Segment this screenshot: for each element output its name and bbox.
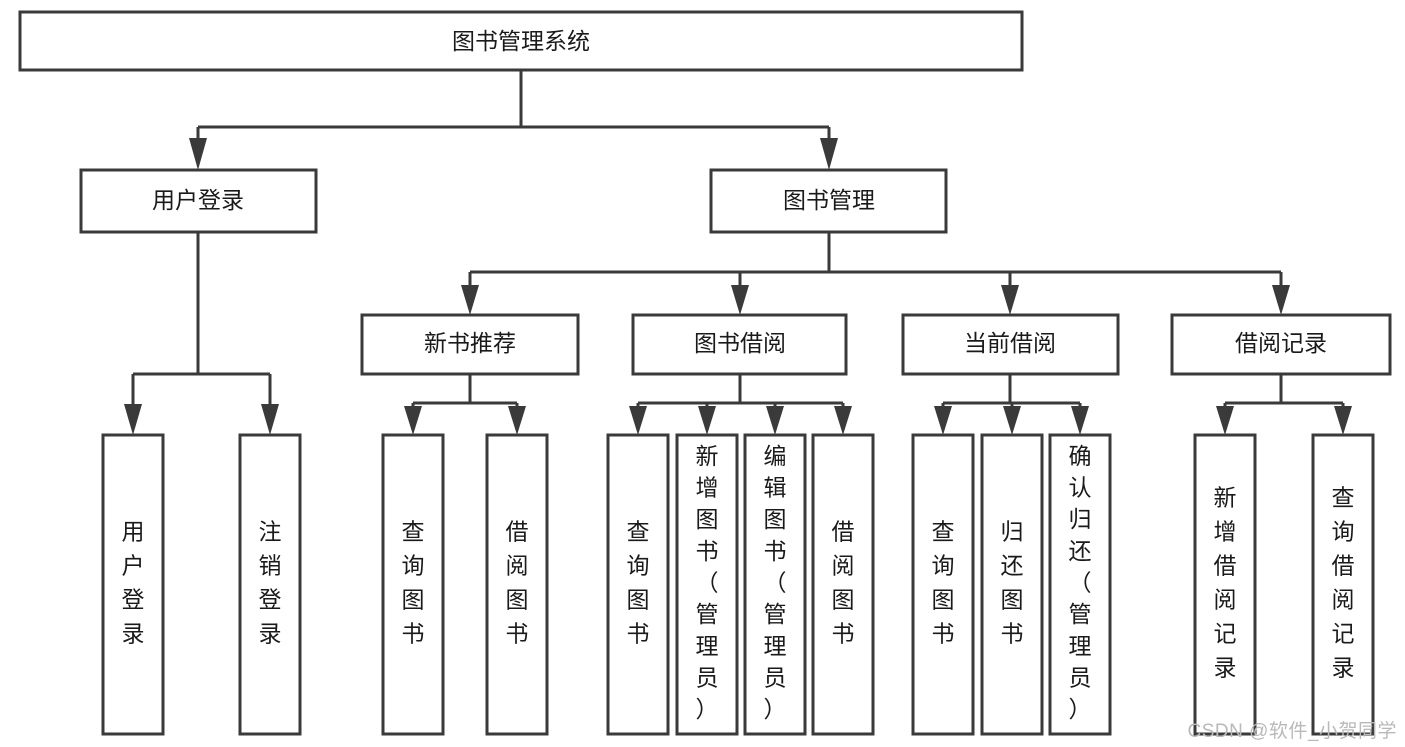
connector-group-current-borrow: [934, 374, 1089, 435]
connector-group-book-manage: [461, 232, 1290, 315]
node-leaf-edit-book-label: 编辑图书（管理员）: [764, 443, 787, 722]
arrow-head-leaf-query-book-1: [404, 406, 422, 435]
node-leaf-query-book-1-label: 查询图书: [402, 519, 425, 647]
node-current-borrow[interactable]: 当前借阅: [901, 313, 1120, 376]
node-leaf-user-login-label: 用户登录: [122, 519, 145, 647]
node-leaf-query-book-2[interactable]: 查询图书: [606, 433, 670, 736]
node-leaf-add-book-box[interactable]: [675, 433, 739, 736]
node-leaf-query-book-2-box[interactable]: [606, 433, 670, 736]
arrow-head-leaf-borrow-book-1: [508, 406, 526, 435]
node-leaf-query-book-3-box[interactable]: [911, 433, 975, 736]
node-leaf-query-record-label: 查询借阅记录: [1332, 485, 1355, 681]
node-leaf-return-book[interactable]: 归还图书: [980, 433, 1044, 736]
node-leaf-borrow-book-2-label: 借阅图书: [832, 519, 855, 647]
node-leaf-query-record[interactable]: 查询借阅记录: [1311, 433, 1375, 736]
node-new-book-recommend-label: 新书推荐: [424, 330, 516, 356]
node-leaf-return-book-box[interactable]: [980, 433, 1044, 736]
node-new-book-recommend-box[interactable]: [360, 313, 580, 376]
node-leaf-user-logout-box[interactable]: [238, 433, 302, 736]
node-leaf-query-book-2-label: 查询图书: [627, 519, 650, 647]
connector-group-root: [189, 70, 838, 170]
arrow-head-book-manage: [820, 138, 838, 170]
arrow-head-book-borrow: [731, 285, 749, 315]
node-leaf-borrow-book-1-label: 借阅图书: [506, 519, 529, 647]
arrow-head-user-login: [189, 138, 207, 170]
arrow-head-leaf-add-record: [1216, 406, 1234, 435]
node-current-borrow-label: 当前借阅: [964, 330, 1056, 356]
node-leaf-borrow-book-1-box[interactable]: [485, 433, 549, 736]
node-leaf-add-record-box[interactable]: [1193, 433, 1257, 736]
arrow-head-leaf-add-book: [698, 406, 716, 435]
node-leaf-confirm-return-label: 确认归还（管理员）: [1069, 443, 1092, 722]
node-leaf-borrow-book-2-box[interactable]: [811, 433, 875, 736]
arrow-head-leaf-query-record: [1334, 406, 1352, 435]
node-user-login-label: 用户登录: [152, 187, 244, 213]
arrow-head-leaf-query-book-2: [629, 406, 647, 435]
arrow-head-leaf-return-book: [1003, 406, 1021, 435]
node-root-label: 图书管理系统: [452, 28, 590, 54]
node-leaf-add-record[interactable]: 新增借阅记录: [1193, 433, 1257, 736]
node-current-borrow-box[interactable]: [901, 313, 1120, 376]
node-leaf-query-book-3-label: 查询图书: [932, 519, 955, 647]
arrow-head-leaf-query-book-3: [934, 406, 952, 435]
node-book-manage[interactable]: 图书管理: [709, 168, 948, 234]
node-book-manage-label: 图书管理: [783, 187, 875, 213]
node-borrow-record-box[interactable]: [1170, 313, 1392, 376]
node-book-manage-box[interactable]: [709, 168, 948, 234]
node-leaf-query-book-1[interactable]: 查询图书: [381, 433, 445, 736]
node-leaf-user-logout[interactable]: 注销登录: [238, 433, 302, 736]
connector-group-user-login: [124, 232, 279, 435]
node-root[interactable]: 图书管理系统: [18, 10, 1024, 72]
node-leaf-confirm-return-box[interactable]: [1048, 433, 1112, 736]
node-leaf-borrow-book-2[interactable]: 借阅图书: [811, 433, 875, 736]
node-leaf-borrow-book-1[interactable]: 借阅图书: [485, 433, 549, 736]
node-borrow-record[interactable]: 借阅记录: [1170, 313, 1392, 376]
node-book-borrow[interactable]: 图书借阅: [631, 313, 848, 376]
node-leaf-edit-book[interactable]: 编辑图书（管理员）: [743, 433, 807, 736]
node-leaf-query-book-1-box[interactable]: [381, 433, 445, 736]
node-leaf-query-record-box[interactable]: [1311, 433, 1375, 736]
node-new-book-recommend[interactable]: 新书推荐: [360, 313, 580, 376]
node-root-box[interactable]: [18, 10, 1024, 72]
node-borrow-record-label: 借阅记录: [1235, 330, 1327, 356]
arrow-head-leaf-confirm-return: [1071, 406, 1089, 435]
arrow-head-new-book-recommend: [461, 285, 479, 315]
node-leaf-user-login-box[interactable]: [101, 433, 165, 736]
node-leaf-add-book[interactable]: 新增图书（管理员）: [675, 433, 739, 736]
node-leaf-edit-book-box[interactable]: [743, 433, 807, 736]
connector-group-book-borrow: [629, 374, 852, 435]
node-leaf-query-book-3[interactable]: 查询图书: [911, 433, 975, 736]
arrow-head-leaf-borrow-book-2: [834, 406, 852, 435]
node-leaf-add-record-label: 新增借阅记录: [1214, 485, 1237, 681]
node-user-login[interactable]: 用户登录: [79, 168, 318, 234]
node-leaf-return-book-label: 归还图书: [1001, 519, 1024, 647]
node-leaf-add-book-label: 新增图书（管理员）: [696, 443, 719, 722]
arrow-head-leaf-user-logout: [261, 404, 279, 435]
arrow-head-borrow-record: [1272, 285, 1290, 315]
node-book-borrow-box[interactable]: [631, 313, 848, 376]
csdn-watermark: CSDN @软件_小贺同学: [1187, 721, 1397, 742]
node-leaf-confirm-return[interactable]: 确认归还（管理员）: [1048, 433, 1112, 736]
node-leaf-user-login[interactable]: 用户登录: [101, 433, 165, 736]
arrow-head-leaf-edit-book: [766, 406, 784, 435]
node-leaf-user-logout-label: 注销登录: [259, 519, 282, 647]
node-user-login-box[interactable]: [79, 168, 318, 234]
arrow-head-current-borrow: [1001, 285, 1019, 315]
connector-group-borrow-record: [1216, 374, 1352, 435]
arrow-head-leaf-user-login: [124, 404, 142, 435]
node-book-borrow-label: 图书借阅: [694, 330, 786, 356]
connector-group-new-book-recommend: [404, 374, 526, 435]
